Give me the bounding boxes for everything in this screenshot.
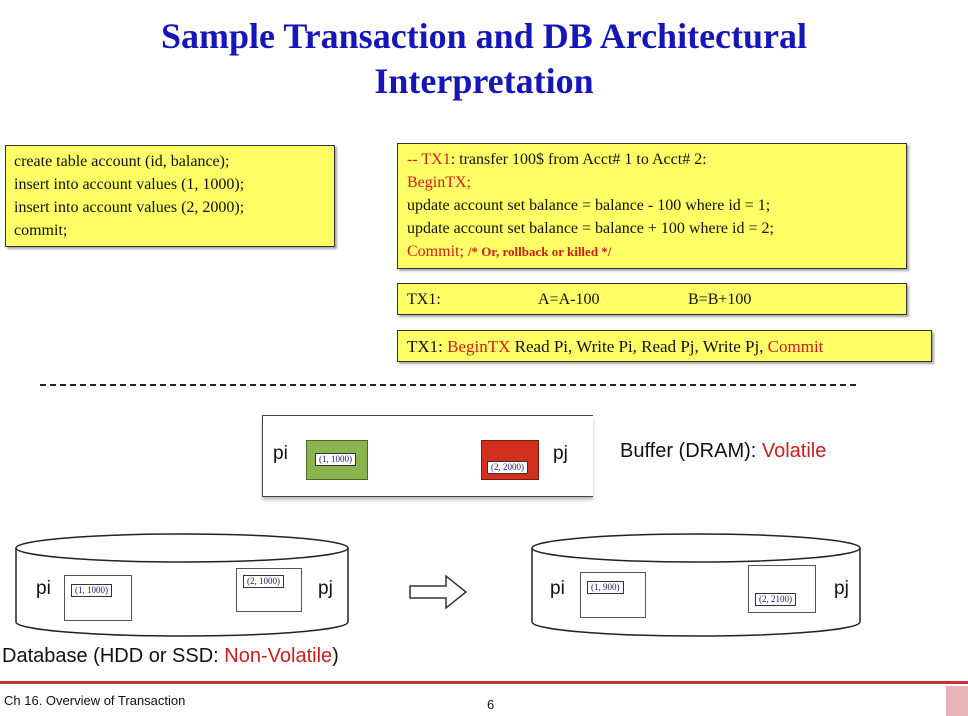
title-line-2: Interpretation [374,61,594,101]
db-after-pj-label: pj [834,578,849,599]
buffer-page-pj: (2, 2000) [481,440,539,480]
read-write-box: TX1: BeginTX Read Pi, Write Pi, Read Pj,… [397,330,932,362]
db-before-page-pi: (1, 1000) [64,575,132,621]
db-before-pi-value: (1, 1000) [71,584,112,597]
right-arrow-icon [409,574,468,610]
tx-begin: BeginTX; [407,174,471,191]
buffer-pool: pi (1, 1000) (2, 2000) pj [262,415,593,497]
sql-line: commit; [14,222,68,239]
db-before-pi-label: pi [36,578,51,599]
buffer-volatile: Volatile [761,440,827,462]
tx-commit: Commit; [407,243,464,260]
tx-comment-prefix: -- [407,151,422,168]
sql-line: insert into account values (2, 2000); [14,199,245,216]
db-before-page-pj: (2, 1000) [236,568,302,612]
db-after-page-pj: (2, 2100) [748,565,816,613]
tx-commit-note: /* Or, rollback or killed */ [467,244,612,259]
slide-title: Sample Transaction and DB Architectural … [0,14,968,104]
buffer-pj-label: pj [553,443,568,464]
rw-tx: TX1: [407,337,443,356]
db-after-pi-label: pi [550,578,565,599]
buffer-caption-text: Buffer (DRAM): [620,440,762,462]
sql-line: insert into account values (1, 1000); [14,176,245,193]
sql-line: create table account (id, balance); [14,153,230,170]
tx-name: TX1 [421,151,451,168]
db-after-pj-value: (2, 2100) [755,593,796,606]
footer-chapter: Ch 16. Overview of Transaction [4,693,186,708]
db-before-pj-value: (2, 1000) [243,575,284,588]
title-line-1: Sample Transaction and DB Architectural [160,16,808,56]
buffer-caption: Buffer (DRAM): Volatile [620,440,826,463]
rw-begin: BeginTX [447,337,511,356]
rw-ops: Read Pi, Write Pi, Read Pj, Write Pj, [514,337,764,356]
rw-commit: Commit [767,337,824,356]
db-after-pi-value: (1, 900) [587,581,624,594]
buffer-page-pi: (1, 1000) [306,440,368,480]
buffer-pi-label: pi [273,443,288,464]
ops-a: A=A-100 [538,291,600,308]
database-caption: Database (HDD or SSD: Non-Volatile) [2,645,339,668]
tx-commit-line: Commit; /* Or, rollback or killed */ [407,240,897,263]
ops-tx: TX1: [407,291,441,308]
footer-page-number: 6 [487,697,495,712]
footer-logo [946,686,968,716]
db-after-page-pi: (1, 900) [580,572,646,618]
tx-comment-rest: : transfer 100$ from Acct# 1 to Acct# 2: [450,151,707,168]
footer-rule [0,681,968,684]
buffer-pj-value: (2, 2000) [487,461,528,474]
tx-comment-line: -- TX1: transfer 100$ from Acct# 1 to Ac… [407,148,897,171]
operations-box: TX1: A=A-100 B=B+100 [397,283,907,315]
db-caption-suffix: ) [332,645,339,667]
setup-sql-box: create table account (id, balance); inse… [5,145,335,247]
tx-update-2: update account set balance = balance + 1… [407,220,774,237]
ops-b: B=B+100 [688,291,752,308]
transaction-box: -- TX1: transfer 100$ from Acct# 1 to Ac… [397,143,907,269]
tx-update-1: update account set balance = balance - 1… [407,197,771,214]
buffer-pi-value: (1, 1000) [315,453,356,466]
memory-disk-divider [40,384,856,386]
db-caption-nonvolatile: Non-Volatile [224,645,333,667]
db-caption-prefix: Database (HDD or SSD: [2,645,225,667]
db-before-pj-label: pj [318,578,333,599]
